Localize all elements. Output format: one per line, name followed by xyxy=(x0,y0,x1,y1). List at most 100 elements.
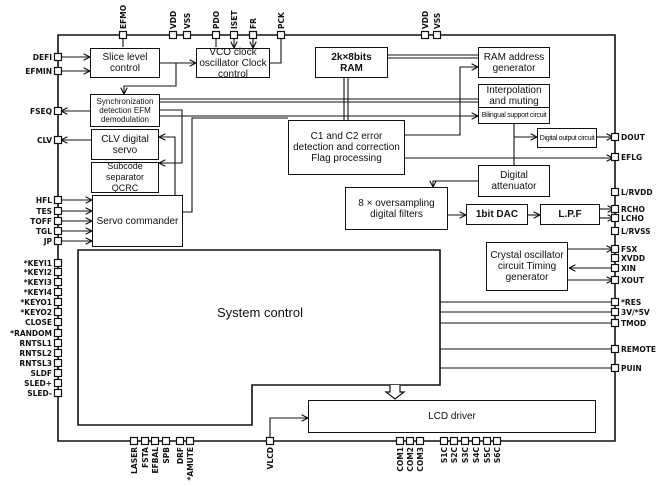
pin-label: FSEQ xyxy=(30,107,52,116)
ram-address-generator-block: RAM address generator xyxy=(478,47,550,78)
pin-right: L/RVDD xyxy=(610,187,653,197)
pin-terminal xyxy=(610,213,620,223)
pin-label: S1C xyxy=(440,447,449,464)
pin-left: SLDF xyxy=(30,368,63,378)
pin-terminal xyxy=(610,318,620,328)
slice-level-control-block: Slice level control xyxy=(90,48,160,78)
pin-terminal xyxy=(53,358,63,368)
pin-left: JP xyxy=(43,236,63,246)
pin-label: SPB xyxy=(162,447,171,464)
pin-right: XOUT xyxy=(610,275,645,285)
pin-terminal xyxy=(471,436,481,446)
pin-terminal xyxy=(610,275,620,285)
pin-terminal xyxy=(168,30,178,40)
pin-left: SLED+ xyxy=(24,378,63,388)
signal-lines xyxy=(60,37,613,439)
pin-label: JP xyxy=(43,237,53,246)
pin-left: *KEYI2 xyxy=(24,267,63,277)
pin-terminal xyxy=(53,277,63,287)
pin-left: CLOSE xyxy=(25,317,63,327)
pin-terminal xyxy=(53,338,63,348)
pin-label: PDO xyxy=(212,11,221,29)
pin-terminal xyxy=(140,436,150,446)
pin-terminal xyxy=(229,30,239,40)
pin-label: *KEYO2 xyxy=(20,308,52,317)
pin-label: XOUT xyxy=(621,276,645,285)
bilingual-support-block: Bilingual support circuit xyxy=(478,107,550,124)
oversampling-filter-block: 8 × oversampling digital filters xyxy=(345,187,448,230)
clv-digital-servo-block: CLV digital servo xyxy=(91,129,159,160)
pin-left: *KEYI1 xyxy=(24,258,63,268)
pin-bottom: SPB xyxy=(161,436,171,464)
pin-right: DOUT xyxy=(610,132,646,142)
servo-commander-block: Servo commander xyxy=(92,195,183,247)
pin-left: RNTSL1 xyxy=(19,338,63,348)
pin-top: PCK xyxy=(276,11,286,40)
pin-label: S6C xyxy=(493,447,502,464)
pin-bottom: S1C xyxy=(439,436,449,464)
down-arrow-icon xyxy=(384,385,406,400)
vco-clock-block: VCO clock oscillator Clock control xyxy=(196,47,270,80)
pin-right: REMOTE xyxy=(610,344,656,354)
pin-label: TOFF xyxy=(30,217,52,226)
pin-right: EFLG xyxy=(610,152,642,162)
pin-terminal xyxy=(610,344,620,354)
pin-terminal xyxy=(276,30,286,40)
pin-top: VSS xyxy=(182,13,192,40)
pin-label: L/RVSS xyxy=(621,227,651,236)
pin-terminal xyxy=(175,436,185,446)
pin-right: RCHO xyxy=(610,204,645,214)
pin-top: PDO xyxy=(211,11,221,40)
pin-left: RNTSL2 xyxy=(19,348,63,358)
pin-label: REMOTE xyxy=(621,345,656,354)
pin-label: COM3 xyxy=(416,447,425,472)
pin-left: TES xyxy=(36,206,63,216)
pin-label: DOUT xyxy=(621,133,646,142)
digital-attenuator-block: Digital attenuator xyxy=(478,165,550,197)
digital-output-circuit-block: Digital output circuit xyxy=(537,128,597,148)
interpolation-muting-block: Interpolation and muting xyxy=(478,84,550,108)
pin-label: SLDF xyxy=(30,369,52,378)
pin-label: *KEYO1 xyxy=(20,298,52,307)
pin-label: CLOSE xyxy=(25,318,52,327)
pin-bottom: S2C xyxy=(449,436,459,463)
pin-label: VLCD xyxy=(266,447,275,469)
pin-label: LASER xyxy=(130,447,139,474)
pin-terminal xyxy=(53,52,63,62)
lcd-driver-block: LCD driver xyxy=(308,400,596,433)
pin-terminal xyxy=(53,297,63,307)
pin-label: COM2 xyxy=(406,447,415,472)
pin-left: *RANDOM xyxy=(10,328,63,338)
pin-label: *KEYI2 xyxy=(24,268,52,277)
crystal-oscillator-block: Crystal oscillator circuit Timing genera… xyxy=(486,242,568,291)
pin-left: TGL xyxy=(36,226,63,236)
pin-right: L/RVSS xyxy=(610,226,651,236)
pin-terminal xyxy=(395,436,405,446)
pin-label: SLED- xyxy=(27,389,52,398)
pin-left: CLV xyxy=(37,135,63,145)
pin-left: *KEYO2 xyxy=(20,307,63,317)
pin-bottom: COM1 xyxy=(395,436,405,472)
pin-terminal xyxy=(610,253,620,263)
pin-label: EFLG xyxy=(621,153,642,162)
pin-terminal xyxy=(439,436,449,446)
pin-label: RNTSL1 xyxy=(19,339,52,348)
pin-top: VSS xyxy=(432,13,442,40)
pin-terminal xyxy=(185,436,195,446)
pin-terminal xyxy=(53,226,63,236)
pin-terminal xyxy=(53,348,63,358)
pin-label: FSX xyxy=(621,245,638,254)
pin-label: S5C xyxy=(483,447,492,464)
pin-terminal xyxy=(610,244,620,254)
pin-right: XIN xyxy=(610,263,636,273)
pin-left: HFL xyxy=(36,195,63,205)
lpf-block: L.P.F xyxy=(540,204,600,225)
pin-terminal xyxy=(610,187,620,197)
pin-label: *KEYI1 xyxy=(24,259,52,268)
pin-label: DRF xyxy=(176,447,185,464)
pin-top: VDD xyxy=(168,11,178,40)
pin-terminal xyxy=(482,436,492,446)
pin-terminal xyxy=(420,30,430,40)
